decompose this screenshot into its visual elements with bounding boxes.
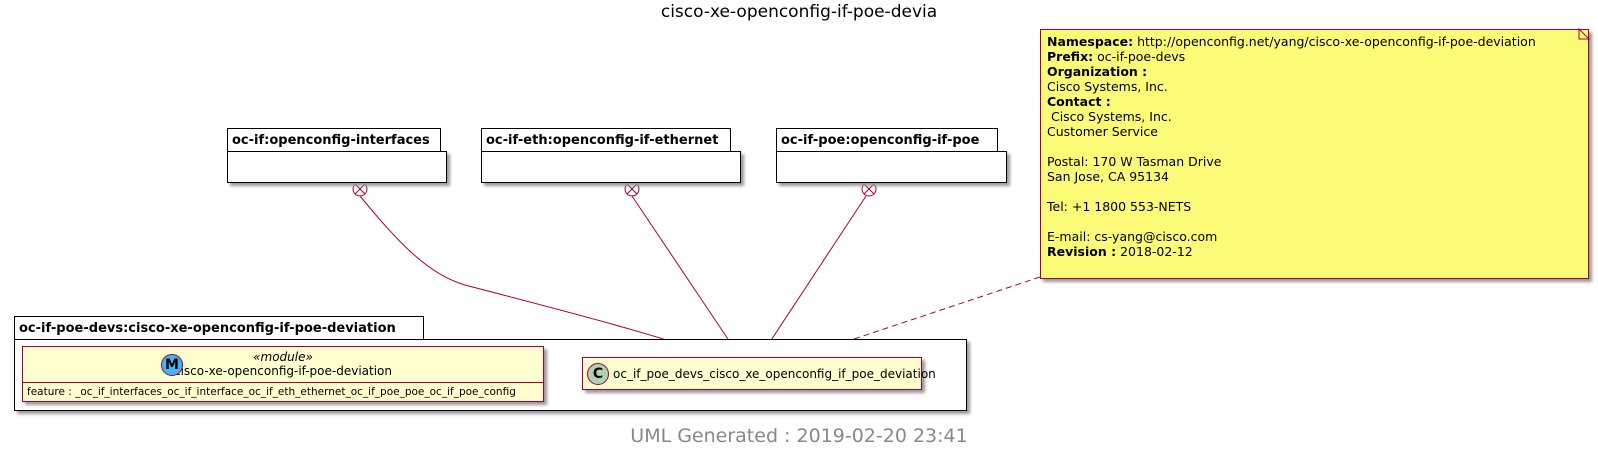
revision-value: 2018-02-12	[1116, 244, 1193, 259]
contact-details: Cisco Systems, Inc. Customer Service Pos…	[1047, 109, 1222, 244]
prefix-label: Prefix:	[1047, 49, 1094, 64]
module-feature: feature : _oc_if_interfaces_oc_if_interf…	[27, 386, 516, 398]
package-tab-cisco-xe-deviation: oc-if-poe-devs:cisco-xe-openconfig-if-po…	[14, 316, 424, 340]
diagram-title: cisco-xe-openconfig-if-poe-devia	[660, 2, 938, 22]
import-connector-ethernet	[631, 195, 741, 358]
nesting-symbol-ethernet	[624, 181, 640, 197]
nesting-symbol-poe	[861, 181, 877, 197]
nesting-symbol-interfaces	[352, 181, 368, 197]
import-connector-interfaces	[359, 195, 721, 358]
revision-label: Revision :	[1047, 244, 1117, 259]
generated-footer: UML Generated : 2019-02-20 23:41	[630, 425, 968, 447]
organization-label: Organization :	[1047, 64, 1148, 79]
class-element: C oc_if_poe_devs_cisco_xe_openconfig_if_…	[582, 357, 936, 390]
contact-label: Contact :	[1047, 94, 1111, 109]
class-icon: C	[587, 362, 609, 385]
package-openconfig-if-ethernet	[481, 151, 741, 183]
module-element: M «module» cisco-xe-openconfig-if-poe-de…	[22, 346, 544, 402]
package-tab-openconfig-if-poe: oc-if-poe:openconfig-if-poe	[776, 128, 998, 152]
module-icon: M	[161, 354, 183, 376]
prefix-value: oc-if-poe-devs	[1093, 49, 1186, 64]
namespace-value: http://openconfig.net/yang/cisco-xe-open…	[1133, 34, 1536, 49]
package-openconfig-interfaces	[227, 151, 447, 183]
package-openconfig-if-poe	[776, 151, 1007, 183]
import-connector-poe	[759, 195, 867, 358]
class-name: oc_if_poe_devs_cisco_xe_openconfig_if_po…	[613, 366, 936, 381]
namespace-label: Namespace:	[1047, 34, 1134, 49]
module-info-note: Namespace: http://openconfig.net/yang/ci…	[1040, 29, 1589, 279]
module-stereotype: «module»	[253, 350, 313, 364]
package-tab-openconfig-if-ethernet: oc-if-eth:openconfig-if-ethernet	[481, 128, 731, 152]
package-tab-openconfig-interfaces: oc-if:openconfig-interfaces	[227, 128, 441, 152]
organization-value: Cisco Systems, Inc.	[1047, 79, 1168, 94]
module-name: cisco-xe-openconfig-if-poe-deviation	[173, 364, 393, 378]
